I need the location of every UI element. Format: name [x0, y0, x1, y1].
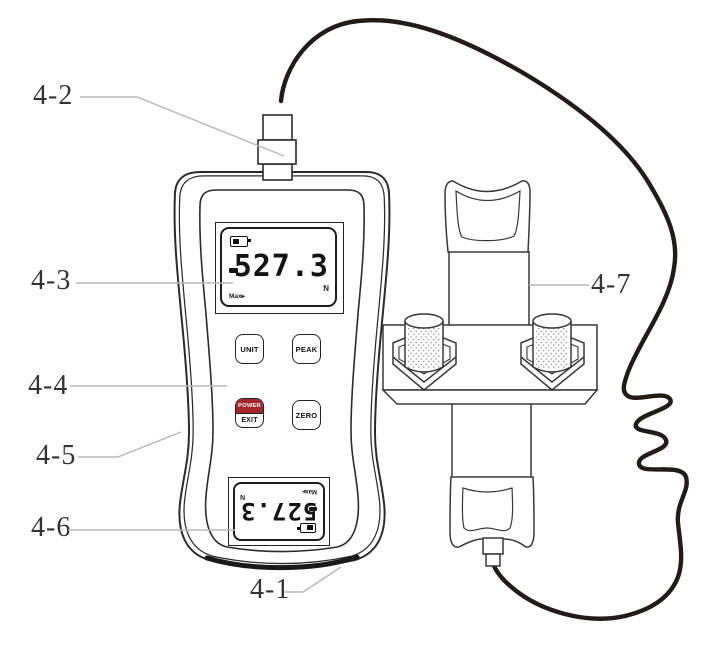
max-mode-indicator: Max▸ — [229, 293, 245, 300]
mounting-plate-bevel — [381, 389, 599, 405]
housing-base-band — [204, 554, 360, 571]
secondary-lcd: 527.3 N Max▸ — [233, 482, 325, 541]
sensor-bottom-grip — [449, 476, 535, 548]
cable-connector — [257, 114, 297, 181]
force-reading-mirrored: 527.3 — [240, 497, 318, 525]
sensor-cable — [278, 18, 689, 621]
load-cell-sensor — [381, 180, 599, 567]
callout-4-1: 4-1 — [250, 574, 291, 605]
minus-sign — [229, 268, 238, 273]
unit-indicator: N — [240, 493, 246, 500]
main-display: 527.3 N Max▸ — [215, 222, 344, 314]
callout-4-4: 4-4 — [28, 370, 69, 401]
power-exit-button[interactable]: POWER EXIT — [235, 398, 264, 428]
callout-4-3: 4-3 — [31, 265, 72, 296]
exit-label: EXIT — [241, 417, 258, 424]
force-reading: 527.3 — [233, 249, 329, 284]
peak-button[interactable]: PEAK — [292, 334, 321, 364]
battery-icon — [230, 236, 251, 247]
secondary-display: 527.3 N Max▸ — [228, 477, 330, 546]
sensor-top-grip-inner — [455, 189, 521, 242]
max-mode-indicator: Max▸ — [302, 488, 317, 494]
sensor-bottom-grip-inner — [461, 487, 514, 532]
callout-4-5: 4-5 — [36, 440, 77, 471]
callout-4-2: 4-2 — [33, 80, 74, 111]
zero-button[interactable]: ZERO — [292, 400, 321, 430]
housing-outline-inner — [178, 175, 386, 565]
callout-4-6: 4-6 — [31, 512, 72, 543]
unit-indicator: N — [323, 284, 329, 293]
power-label: POWER — [236, 399, 263, 414]
clamp-bolt-left — [392, 313, 457, 391]
sensor-top-grip — [444, 180, 531, 253]
callout-4-7: 4-7 — [591, 269, 632, 300]
sensor-cable-stub — [482, 537, 504, 555]
clamp-bolt-right — [520, 313, 585, 391]
main-lcd: 527.3 N Max▸ — [220, 227, 337, 307]
unit-button[interactable]: UNIT — [235, 334, 264, 364]
